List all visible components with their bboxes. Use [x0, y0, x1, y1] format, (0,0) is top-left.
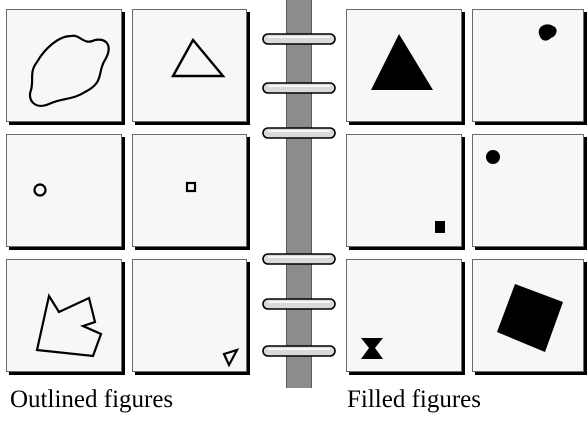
hourglass-filled-shape	[347, 260, 463, 373]
outlined-tile-small-square	[132, 134, 247, 247]
rotated-square-filled-shape	[473, 260, 585, 373]
filled-tile-blob	[472, 9, 584, 122]
blob-filled-shape	[473, 10, 585, 123]
outlined-tile-arrow-polygon	[6, 259, 122, 372]
binder-ring	[262, 32, 336, 46]
binder-ring	[262, 344, 336, 358]
outlined-tile-triangle	[132, 9, 247, 122]
filled-tile-rotated-square	[472, 259, 584, 372]
filled-tile-small-square	[472, 134, 584, 247]
outlined-tile-small-circle	[6, 134, 122, 247]
filled-tile-triangle	[346, 9, 462, 122]
binder-ring	[262, 81, 336, 95]
triangle-filled-shape	[347, 10, 463, 123]
binder-ring	[262, 297, 336, 311]
filled-tile-small-circle	[346, 134, 462, 247]
circle-filled-shape	[347, 135, 463, 248]
arrow-polygon-outline-shape	[7, 260, 123, 373]
blob-outline-shape	[7, 10, 123, 123]
triangle-outline-shape	[133, 10, 248, 123]
dot-filled-shape	[473, 135, 585, 248]
square-outline-shape	[133, 135, 248, 248]
binder-ring	[262, 252, 336, 266]
filled-tile-hourglass	[346, 259, 462, 372]
circle-outline-shape	[7, 135, 123, 248]
binder-spine	[286, 0, 312, 388]
small-triangle-outline-shape	[133, 260, 248, 373]
binder-ring	[262, 126, 336, 140]
filled-figures-caption: Filled figures	[347, 386, 481, 414]
outlined-tile-small-triangle	[132, 259, 247, 372]
outlined-tile-blob	[6, 9, 122, 122]
outlined-figures-caption: Outlined figures	[10, 386, 173, 414]
